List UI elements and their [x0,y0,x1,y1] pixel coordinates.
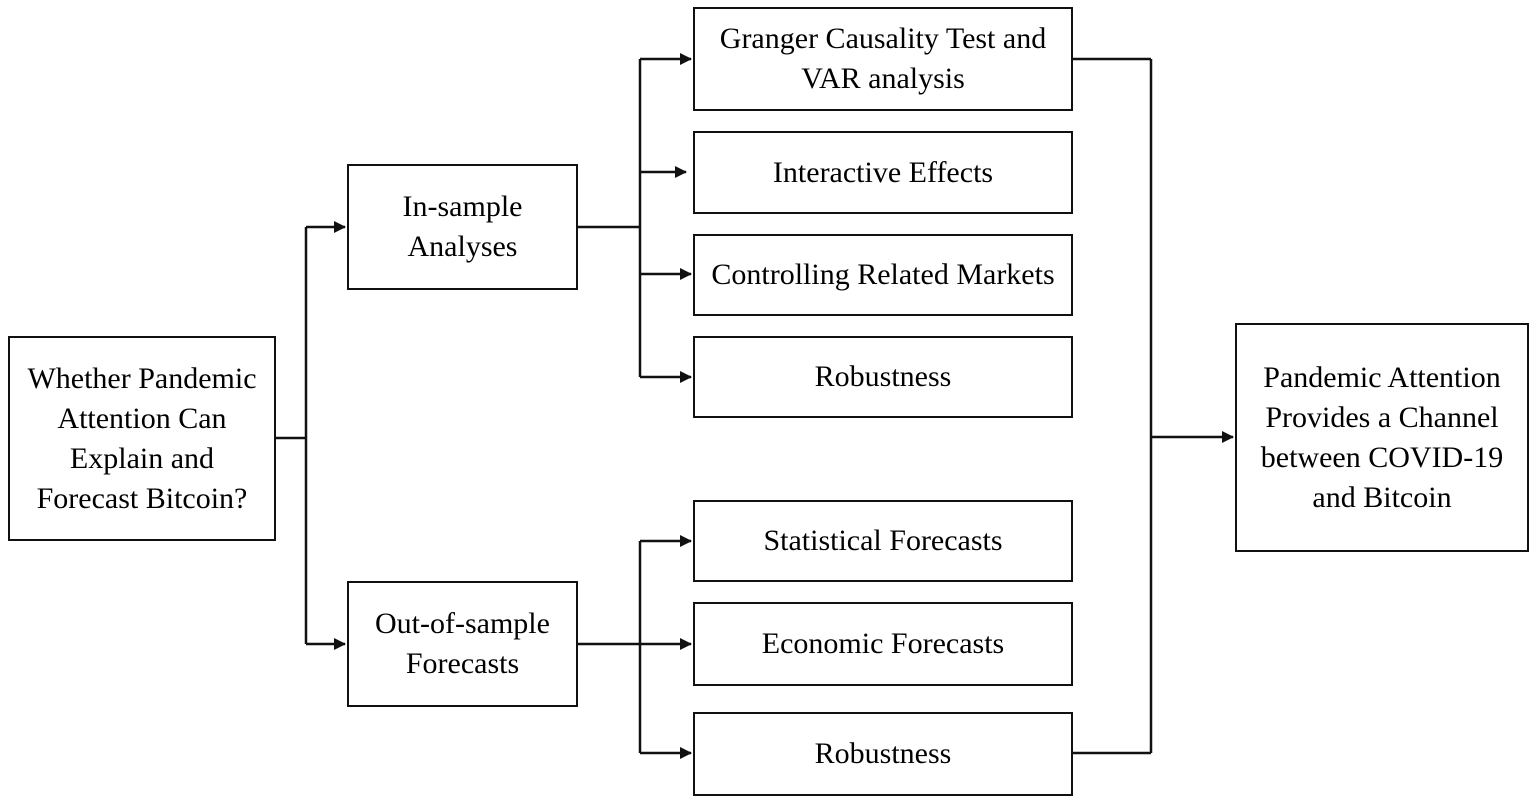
interactive-effects-box: Interactive Effects [693,131,1073,214]
statistical-forecasts-label: Statistical Forecasts [763,524,1003,557]
controlling-markets-box: Controlling Related Markets [693,234,1073,316]
question-box: Whether Pandemic Attention Can Explain a… [8,336,276,541]
granger-box: Granger Causality Test and VAR analysis [693,7,1073,111]
in-sample-box: In-sample Analyses [347,164,578,290]
interactive-effects-label: Interactive Effects [772,155,994,189]
conclusion-box: Pandemic Attention Provides a Channel be… [1235,323,1529,552]
conclusion-label: Pandemic Attention Provides a Channel be… [1260,360,1504,514]
in-sample-label: In-sample Analyses [402,190,523,263]
robustness-in-sample-box: Robustness [693,336,1073,418]
out-of-sample-label: Out-of-sample Forecasts [375,607,550,680]
robustness-in-sample-label: Robustness [814,360,952,393]
granger-label: Granger Causality Test and VAR analysis [719,22,1047,95]
economic-forecasts-label: Economic Forecasts [761,627,1005,660]
robustness-out-of-sample-box: Robustness [693,712,1073,796]
statistical-forecasts-box: Statistical Forecasts [693,500,1073,582]
question-label: Whether Pandemic Attention Can Explain a… [27,361,257,515]
controlling-markets-label: Controlling Related Markets [711,258,1055,291]
economic-forecasts-box: Economic Forecasts [693,602,1073,686]
robustness-out-of-sample-label: Robustness [814,737,952,770]
out-of-sample-box: Out-of-sample Forecasts [347,581,578,707]
